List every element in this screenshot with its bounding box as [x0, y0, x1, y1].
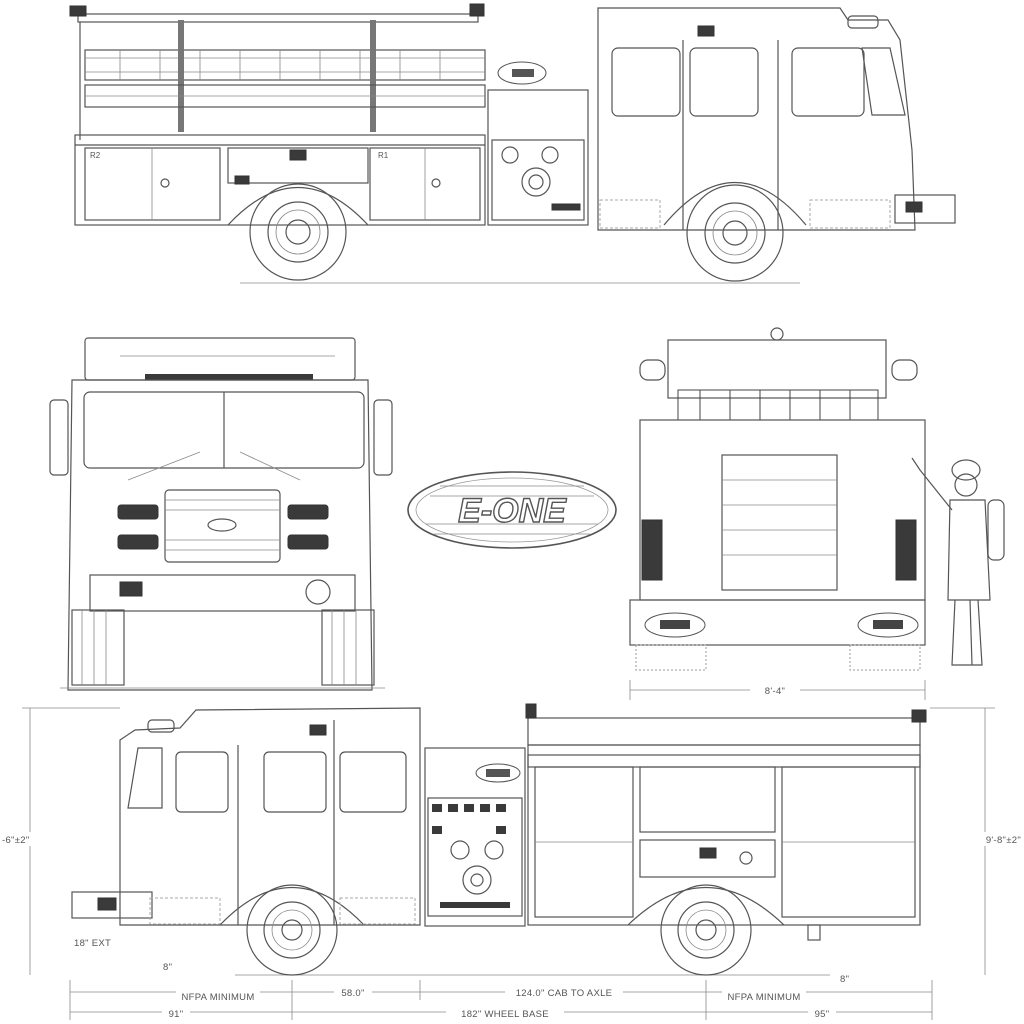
compartment-label-r1: R1: [378, 151, 389, 160]
compartment-label-r2: R2: [90, 151, 101, 160]
side-view-top: R2 R1: [69, 3, 956, 284]
e-one-logo: E-ONE: [407, 471, 617, 549]
rear-view: 8'-4": [629, 327, 926, 700]
rear-width-dimension: 8'-4": [765, 686, 785, 697]
cab-to-axle-dimension: 124.0" CAB TO AXLE: [516, 988, 613, 999]
wheel-base-dimension: 182" WHEEL BASE: [461, 1009, 549, 1020]
rear-overhang-dimension: 95": [815, 1009, 830, 1020]
front-overhang-dimension: 91": [169, 1009, 184, 1020]
cab-span-dimension: 58.0": [341, 988, 364, 999]
nfpa-minimum-right: NFPA MINIMUM: [727, 992, 800, 1003]
logo-text: E-ONE: [458, 492, 567, 530]
bumper-extension-label: 18" EXT: [74, 938, 111, 949]
side-view-bottom: -6"±2" 9'-8"±2" 18" EXT 8" 8" NFPA MINIM…: [0, 703, 1024, 1020]
firefighter-figure: [911, 457, 1005, 666]
height-dimension-left: -6"±2": [2, 835, 30, 846]
nfpa-minimum-left: NFPA MINIMUM: [181, 992, 254, 1003]
front-view: [49, 337, 393, 691]
height-dimension-right: 9'-8"±2": [986, 835, 1021, 846]
approach-dimension-left: 8": [163, 962, 172, 973]
approach-dimension-right: 8": [840, 974, 849, 985]
